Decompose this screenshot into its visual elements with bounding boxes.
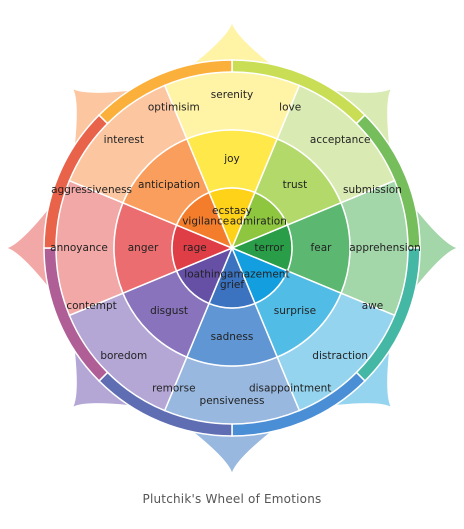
dyad-optimisim-label: optimisim — [148, 102, 200, 114]
dyad-disappointment-label: disappointment — [249, 382, 331, 394]
anticipation-outer-label: interest — [104, 134, 144, 146]
dyad-remorse-label: remorse — [152, 382, 195, 394]
disgust-middle-label: disgust — [150, 305, 188, 317]
sadness-middle-label: sadness — [211, 331, 254, 343]
fear-center-label: terror — [254, 242, 284, 254]
dyad-submission-label: submission — [343, 184, 402, 196]
anticipation-middle-label: anticipation — [138, 179, 200, 191]
dyad-love-label: love — [279, 102, 301, 114]
wheel-caption: Plutchik's Wheel of Emotions — [142, 492, 322, 506]
fear-middle-label: fear — [311, 242, 333, 254]
dyad-aggressiveness-label: aggressiveness — [51, 184, 132, 196]
trust-center-label: admiration — [230, 216, 287, 228]
sadness-center-label: grief — [220, 279, 244, 291]
surprise-center-label: amazement — [227, 268, 290, 280]
emotion-wheel: ecstasy joy serenity admiration trust accepta… — [3, 19, 461, 477]
joy-middle-label: joy — [223, 153, 240, 165]
surprise-middle-label: surprise — [274, 305, 316, 317]
trust-middle-label: trust — [283, 179, 308, 191]
joy-center-label: ecstasy — [212, 205, 252, 217]
anticipation-center-wedge — [175, 191, 234, 250]
fear-outer-label: apprehension — [349, 242, 421, 254]
joy-outer-label: serenity — [211, 89, 253, 101]
disgust-outer-label: boredom — [100, 350, 147, 362]
anger-middle-label: anger — [128, 242, 159, 254]
trust-outer-label: acceptance — [310, 134, 371, 146]
disgust-center-label: loathing — [184, 268, 227, 280]
sadness-outer-label: pensiveness — [200, 395, 265, 407]
dyad-contempt-label: contempt — [66, 300, 116, 312]
surprise-outer-label: distraction — [312, 350, 368, 362]
anger-outer-label: annoyance — [50, 242, 108, 254]
dyad-awe-label: awe — [362, 300, 383, 312]
anticipation-center-label: vigilance — [182, 216, 229, 228]
anger-center-label: rage — [183, 242, 207, 254]
